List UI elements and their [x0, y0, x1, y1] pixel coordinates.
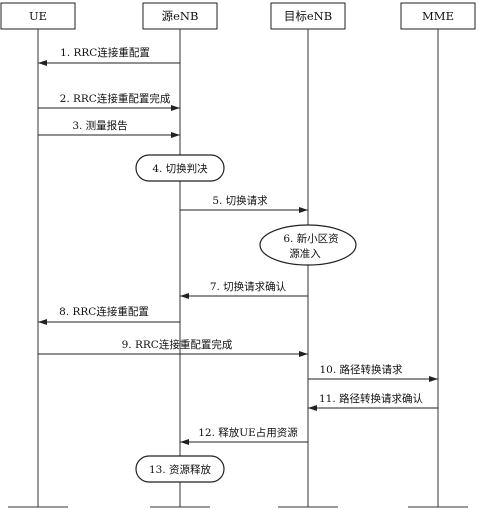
message-7: 7. 切换请求确认 — [180, 280, 308, 299]
message-1-label: 1. RRC连接重配置 — [60, 46, 150, 59]
message-10: 10. 路径转换请求 — [308, 363, 438, 382]
message-12: 12. 释放UE占用资源 — [180, 426, 308, 445]
entity-source-enb-label: 源eNB — [162, 9, 199, 23]
message-7-label: 7. 切换请求确认 — [210, 280, 287, 293]
process-6-admission: 6. 新小区资 源准入 — [259, 224, 357, 266]
entity-mme-label: MME — [422, 9, 454, 23]
process-13-label: 13. 资源释放 — [149, 463, 212, 476]
message-11-label: 11. 路径转换请求确认 — [319, 392, 424, 405]
process-6-label-line1: 6. 新小区资 — [283, 232, 338, 245]
message-5-label: 5. 切换请求 — [212, 194, 268, 207]
process-13-resource-release: 13. 资源释放 — [135, 455, 225, 483]
message-9: 9. RRC连接重配置完成 — [38, 338, 308, 357]
message-12-label: 12. 释放UE占用资源 — [198, 426, 298, 439]
entity-ue: UE — [0, 2, 76, 30]
message-2-label: 2. RRC连接重配置完成 — [60, 92, 171, 105]
message-3: 3. 测量报告 — [38, 119, 180, 138]
entity-ue-label: UE — [29, 9, 47, 23]
entity-target-enb: 目标eNB — [270, 2, 346, 30]
message-3-label: 3. 测量报告 — [72, 119, 127, 132]
entity-source-enb: 源eNB — [142, 2, 218, 30]
message-10-label: 10. 路径转换请求 — [319, 363, 403, 376]
message-2: 2. RRC连接重配置完成 — [38, 92, 180, 111]
message-1: 1. RRC连接重配置 — [38, 46, 180, 66]
message-9-label: 9. RRC连接重配置完成 — [122, 338, 233, 351]
process-4-handover-decision: 4. 切换判决 — [135, 154, 225, 182]
message-5: 5. 切换请求 — [180, 194, 308, 213]
entity-target-enb-label: 目标eNB — [284, 9, 332, 23]
process-4-label: 4. 切换判决 — [152, 162, 208, 175]
entity-mme: MME — [400, 2, 476, 30]
message-8: 8. RRC连接重配置 — [38, 305, 180, 325]
process-6-label-line2: 源准入 — [289, 247, 321, 260]
message-11: 11. 路径转换请求确认 — [308, 392, 438, 411]
message-8-label: 8. RRC连接重配置 — [59, 305, 149, 318]
